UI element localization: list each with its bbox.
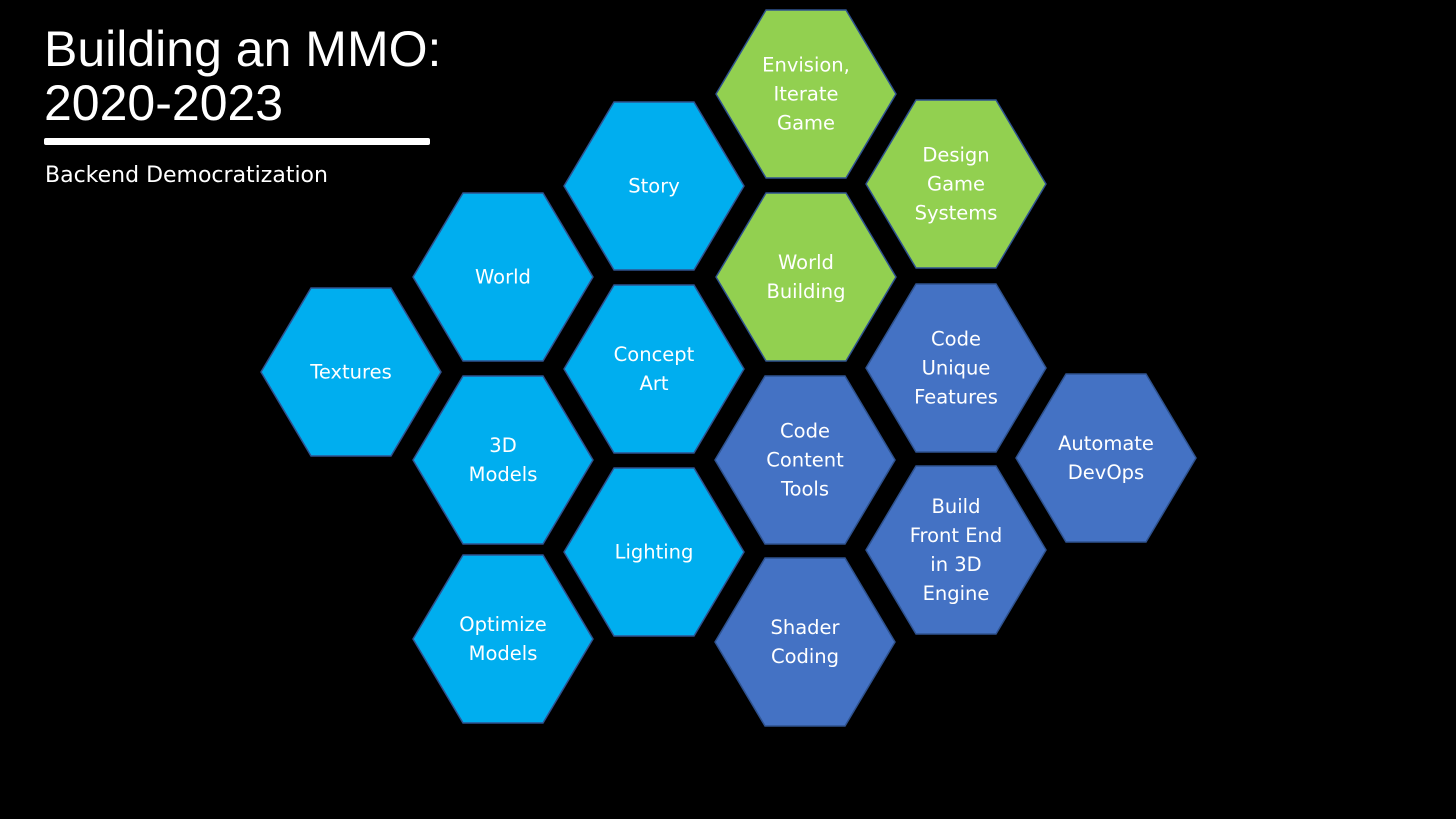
hexagon-shape [1015, 373, 1197, 543]
hexagon-shape [865, 99, 1047, 269]
hexagon-label: Lighting [615, 541, 694, 564]
hexagon-label: in 3D [930, 553, 981, 576]
hexagon-shape [260, 287, 442, 457]
title-line-2: 2020-2023 [44, 75, 284, 131]
hexagon-label: DevOps [1068, 461, 1144, 484]
hexagon-label: Design [922, 144, 989, 167]
hexagon-shape [715, 192, 897, 362]
hexagon-label: Content [766, 449, 844, 472]
title-line-1: Building an MMO: [44, 21, 442, 77]
hexagon-label: Code [931, 328, 981, 351]
hexagon-label: Systems [915, 202, 998, 225]
hexagon-shape [865, 465, 1047, 635]
hexagon-label: Game [777, 112, 835, 135]
hexagon-shape [563, 101, 745, 271]
hexagon-shape [715, 9, 897, 179]
hexagon-label: Unique [922, 357, 991, 380]
hexagon-shape [412, 554, 594, 724]
hexagon-lighting: Lighting [563, 467, 745, 637]
hexagon-shape [412, 375, 594, 545]
hexagon-label: Envision, [762, 54, 850, 77]
slide-subtitle: Backend Democratization [45, 163, 328, 188]
hexagon-label: Automate [1058, 432, 1154, 455]
hexagon-label: World [778, 251, 834, 274]
hexagon-label: Models [469, 463, 538, 486]
hexagon-story: Story [563, 101, 745, 271]
hexagon-label: Engine [923, 582, 990, 605]
hexagon-label: Textures [309, 361, 392, 384]
hexagon-shape [563, 284, 745, 454]
hexagon-shape [412, 192, 594, 362]
hexagon-label: Concept [614, 343, 695, 366]
hexagon-label: Art [639, 372, 668, 395]
hexagon-label: Models [469, 642, 538, 665]
hexagon-label: Iterate [773, 83, 838, 106]
hexagon-shape [714, 557, 896, 727]
hexagon-label: Shader [770, 616, 840, 639]
hexagon-label: Front End [910, 524, 1003, 547]
hexagon-label: 3D [489, 434, 516, 457]
hexagon-label: Tools [780, 478, 829, 501]
hexagon-label: World [475, 266, 531, 289]
hexagon-textures: Textures [260, 287, 442, 457]
hexagon-label: Code [780, 420, 830, 443]
hexagon-shape [714, 375, 896, 545]
hexagon-world: World [412, 192, 594, 362]
hexagon-label: Optimize [459, 613, 546, 636]
hexagon-label: Build [932, 495, 981, 518]
hexagon-3d-models: 3D Models [412, 375, 594, 545]
hexagon-label: Story [628, 175, 680, 198]
hexagon-label: Game [927, 173, 985, 196]
hexagon-label: Features [914, 386, 998, 409]
slide-title: Building an MMO: 2020-2023 [44, 22, 444, 130]
title-underline [44, 138, 430, 145]
hexagon-shape [865, 283, 1047, 453]
hexagon-label: Building [766, 280, 845, 303]
hexagon-shape [563, 467, 745, 637]
hexagon-label: Coding [771, 645, 839, 668]
